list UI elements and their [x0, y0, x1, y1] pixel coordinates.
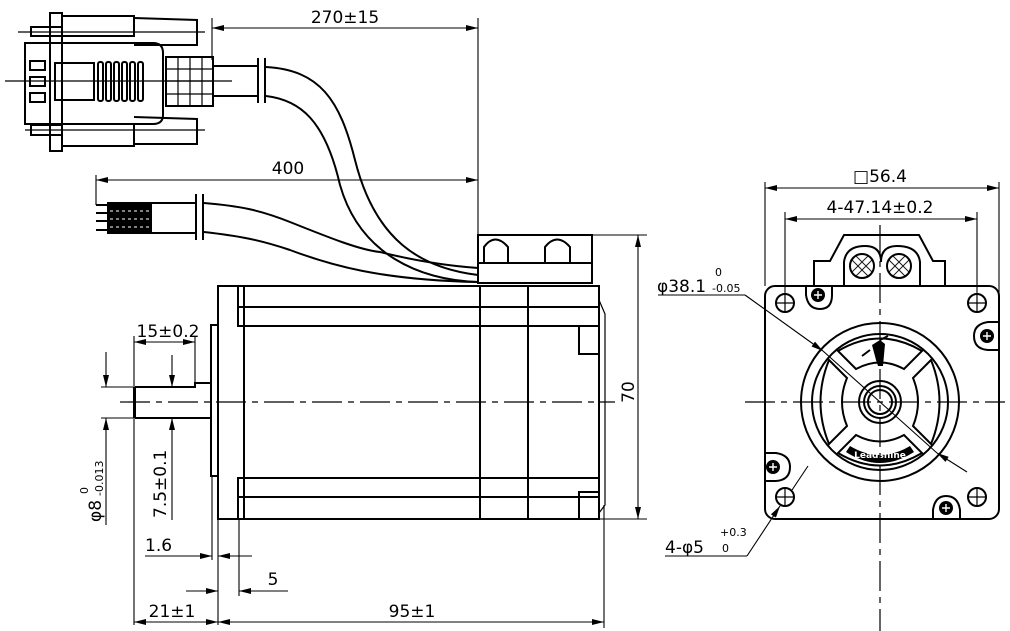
mounting-holes [775, 293, 987, 507]
rotor-spokes [819, 337, 941, 467]
shaft-diameter-upper-tol: 0 [78, 487, 91, 494]
flange-square-label: □56.4 [853, 167, 907, 187]
screw-heads [765, 286, 999, 519]
hole-spacing-label: 4-47.14±0.2 [827, 198, 934, 218]
pilot-diameter-upper-tol: 0 [715, 266, 722, 279]
mount-holes-main: 4-φ5 [665, 538, 704, 558]
connector-flange [49, 12, 63, 152]
power-cable-length-label: 400 [272, 159, 304, 179]
dimension-lines [95, 18, 647, 628]
shaft-length-label: 15±0.2 [137, 322, 200, 342]
flange-thickness-label: 1.6 [145, 536, 172, 556]
pilot-diameter-label: φ38.1 0 -0.05 [657, 266, 740, 297]
pilot-diameter-main: φ38.1 [657, 277, 706, 297]
shaft-extension-label: 21±1 [149, 602, 196, 622]
front-connector-outline [813, 234, 946, 286]
shaft-diameter-lower-tol: -0.013 [93, 461, 106, 496]
body-height-label: 70 [619, 381, 639, 403]
connector-shell [24, 42, 164, 125]
front-dimension-lines [658, 182, 1000, 557]
mount-holes-label: 4-φ5 +0.3 0 [665, 526, 747, 558]
motor-side-view [120, 234, 615, 520]
body-length-label: 95±1 [389, 602, 436, 622]
pilot-diameter-lower-tol: -0.05 [712, 282, 740, 295]
motor-front-view: Leadshine [745, 225, 1005, 631]
power-cable [96, 194, 479, 283]
logo-figure-icon [861, 335, 889, 366]
encoder-cable-length-label: 270±15 [311, 8, 379, 28]
pilot-depth-label: 5 [268, 570, 279, 590]
mount-holes-lower-tol: 0 [722, 542, 729, 555]
flat-depth-label: 7.5±0.1 [151, 450, 171, 518]
mount-holes-upper-tol: +0.3 [720, 526, 747, 539]
pilot-flange [210, 324, 219, 477]
encoder-connector [5, 12, 266, 152]
shaft-diameter-label: φ8 0 -0.013 [78, 461, 106, 522]
shaft [135, 382, 211, 388]
shaft-diameter-main: φ8 [86, 500, 106, 522]
